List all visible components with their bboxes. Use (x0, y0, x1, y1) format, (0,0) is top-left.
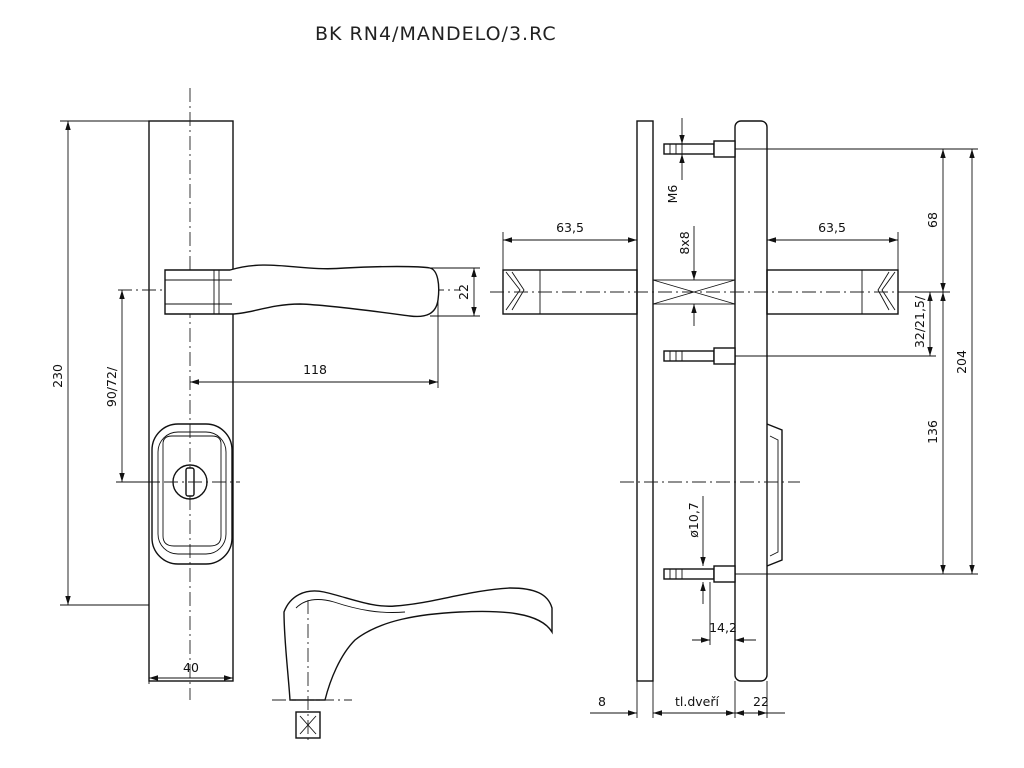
dim-plate-width: 40 (183, 660, 199, 675)
dim-screw-offset: 14,2 (709, 620, 737, 635)
inner-plate (734, 120, 768, 682)
lever-handle (164, 264, 440, 318)
dim-inner-plate-thickness: 22 (753, 694, 769, 709)
dim-outer-plate-thickness: 8 (598, 694, 606, 709)
dim-hole-diameter: ø10,7 (686, 502, 701, 537)
dim-plate-height: 230 (50, 364, 65, 388)
dim-spacing: 90/72/ (104, 366, 119, 407)
dim-door-thickness: tl.dveří (675, 694, 720, 709)
outer-plate (636, 120, 654, 682)
spindle-square-end (295, 711, 321, 739)
lower-screw (663, 565, 736, 583)
dim-spindle-square: 8x8 (677, 231, 692, 254)
dim-total-screw-spacing: 204 (954, 350, 969, 374)
keyhole-escutcheon (140, 423, 240, 565)
dim-upper-distance: 68 (925, 212, 940, 228)
dim-lower-distance: 136 (925, 420, 940, 444)
dim-spindle-right: 63,5 (818, 220, 846, 235)
dim-lever-length: 118 (303, 362, 327, 377)
section-view: 63,5 63,5 8x8 M6 68 32/21,5/ 136 204 ø10… (490, 118, 978, 718)
dim-spindle-left: 63,5 (556, 220, 584, 235)
dim-spindle-to-screw: 32/21,5/ (912, 295, 927, 348)
dim-screw-thread: M6 (665, 185, 680, 204)
lever-side-view (272, 587, 553, 740)
front-view: 230 90/72/ 118 22 40 (50, 88, 480, 700)
middle-screw (663, 347, 736, 365)
drawing-title: BK RN4/MANDELO/3.RC (315, 23, 557, 45)
escutcheon-plate (148, 120, 234, 682)
upper-screw (663, 140, 736, 158)
dim-handle-height: 22 (456, 284, 471, 300)
